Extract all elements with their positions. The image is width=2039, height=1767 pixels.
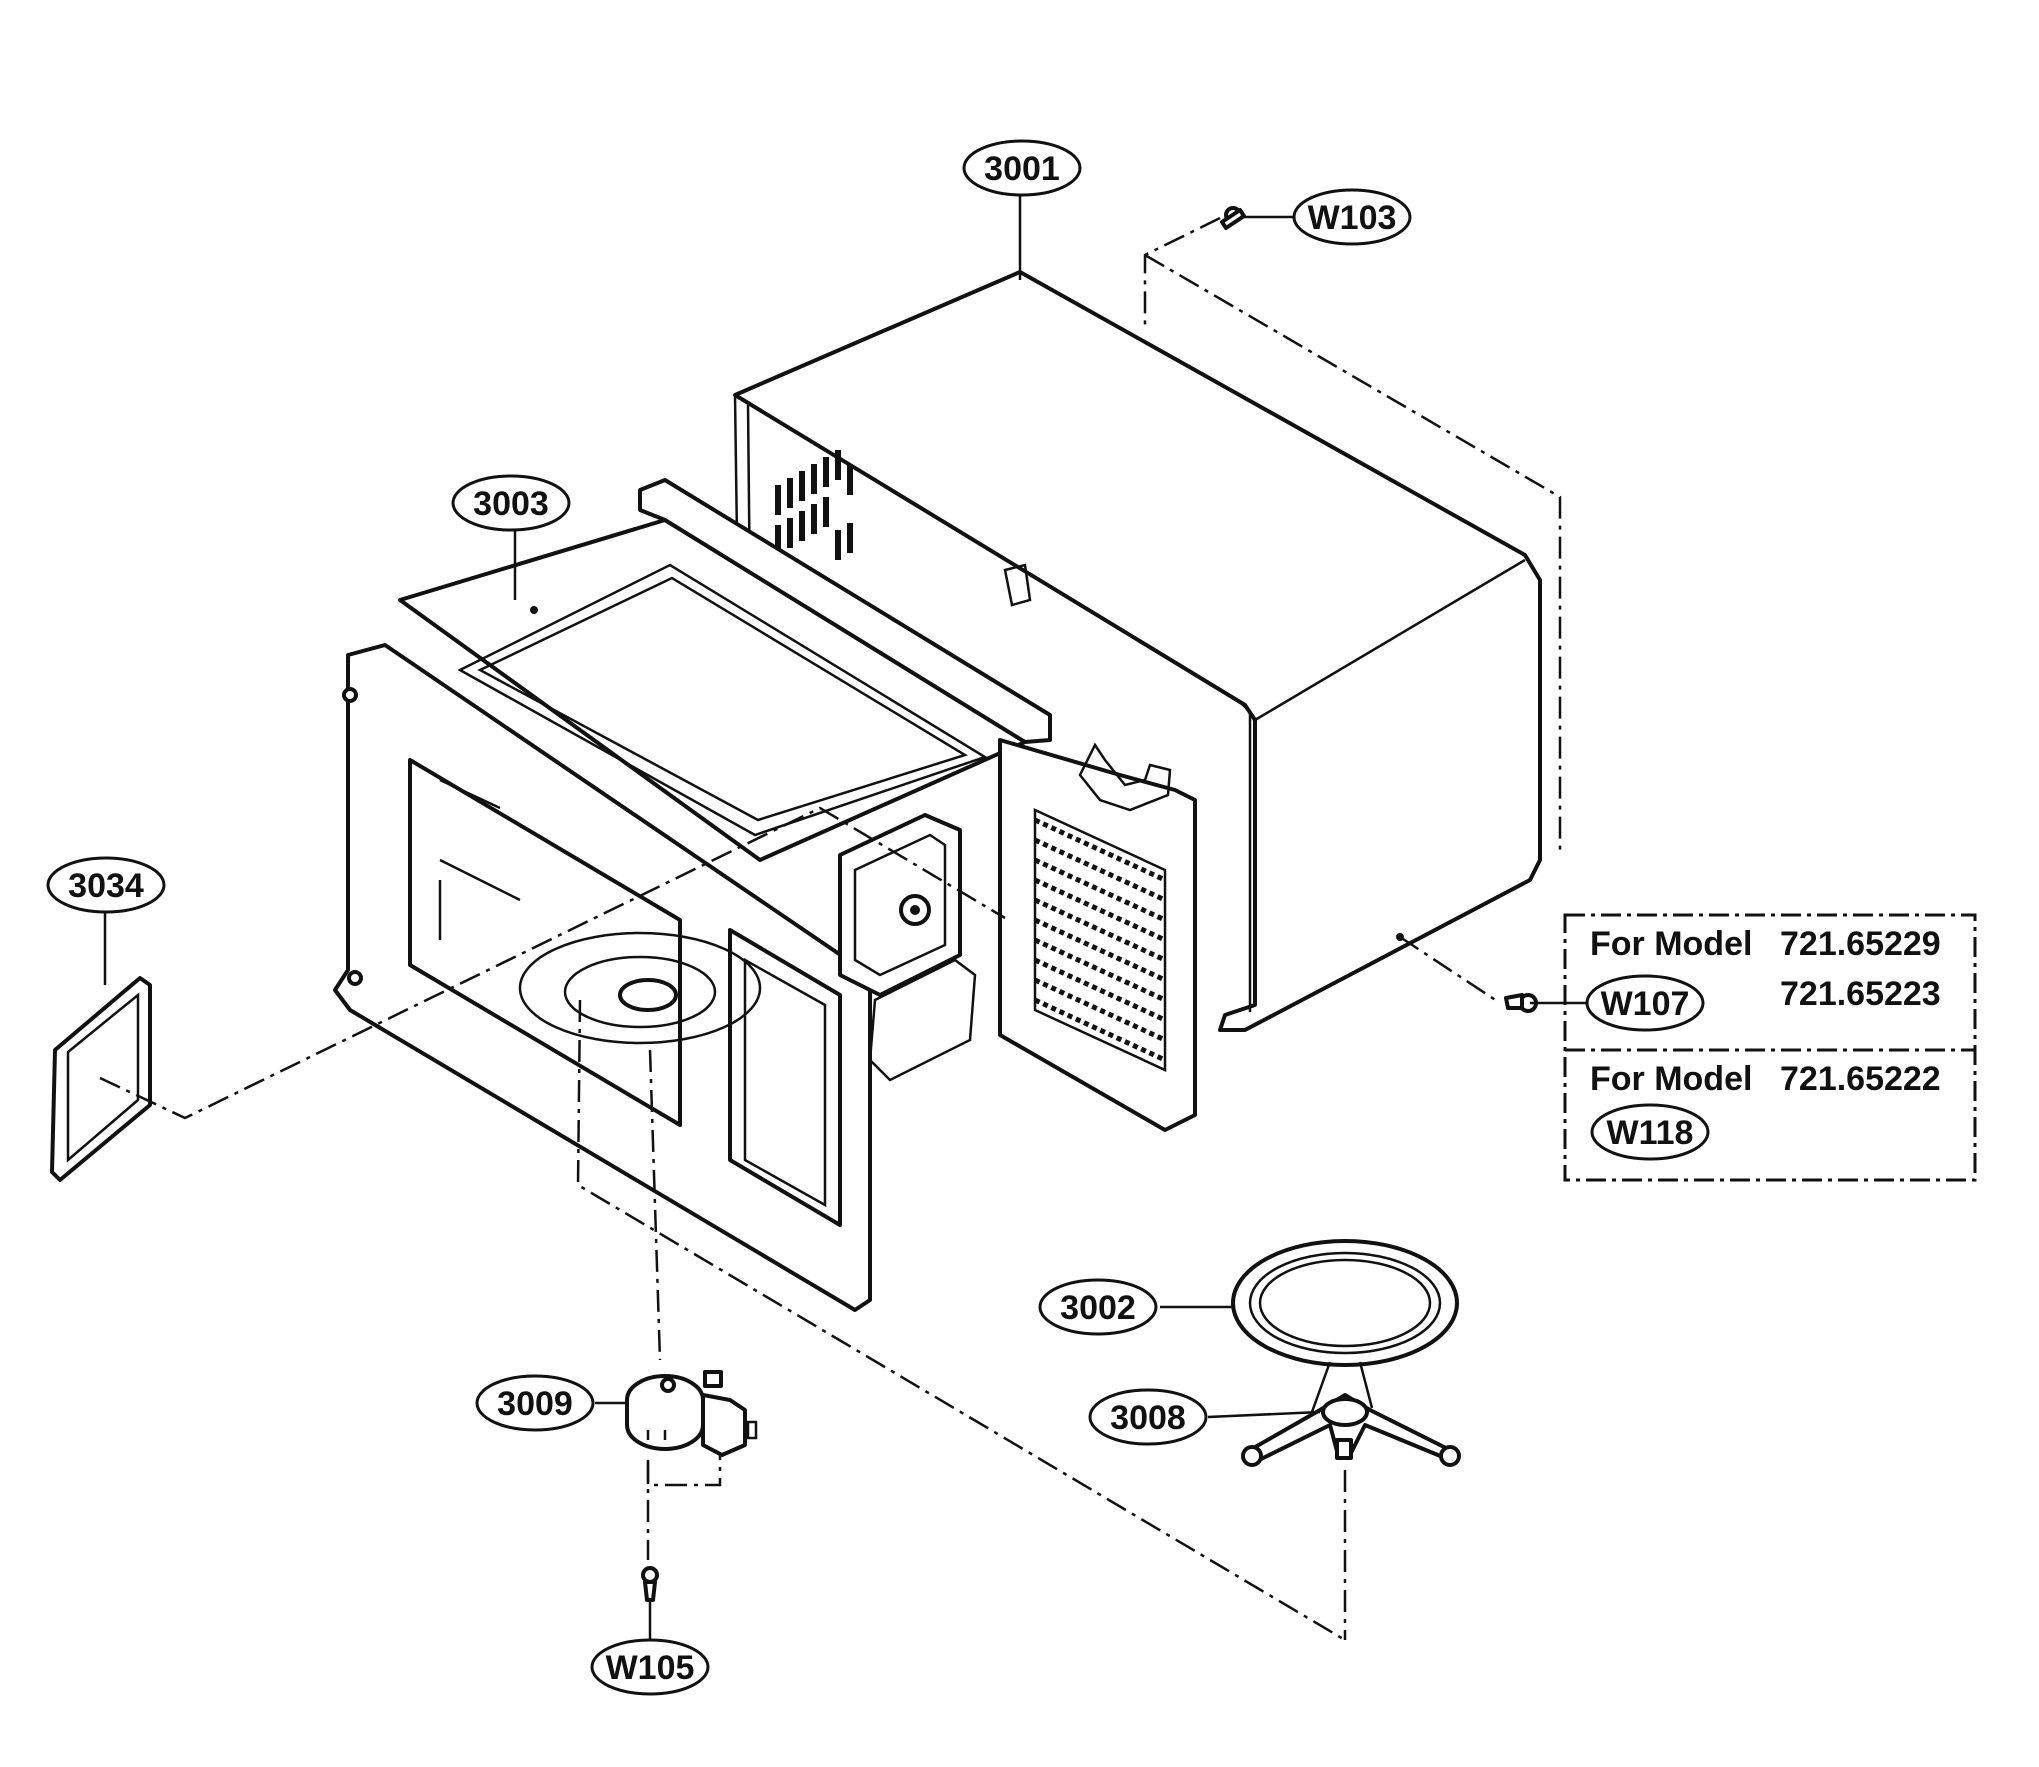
screw-w107 — [1504, 993, 1538, 1013]
callout-3001: 3001 — [962, 139, 1082, 197]
callout-w118: W118 — [1590, 1103, 1710, 1161]
leader-lines — [103, 195, 1590, 1640]
assembly-lines — [99, 216, 1562, 1642]
model-note-box: For Model 721.65229 721.65223 For Model … — [1563, 913, 1977, 1182]
callout-3001-label: 3001 — [984, 150, 1060, 188]
note-model-721-65223: 721.65223 — [1780, 975, 1941, 1013]
callout-w105-label: W105 — [606, 1649, 695, 1687]
callout-w118-label: W118 — [1607, 1114, 1694, 1152]
callout-3003: 3003 — [451, 474, 571, 532]
screw-w105 — [641, 1566, 659, 1602]
turntable-motor-3009 — [625, 1370, 758, 1457]
callout-3008-label: 3008 — [1110, 1399, 1186, 1437]
note-model-721-65229: 721.65229 — [1780, 925, 1941, 963]
turntable-glass-3002 — [1231, 1239, 1459, 1367]
note-for-model-2: For Model — [1590, 1060, 1752, 1098]
roller-guide-3008 — [1241, 1361, 1461, 1467]
side-mesh-grille — [1033, 808, 1167, 1072]
note-for-model-1: For Model — [1590, 925, 1752, 963]
callout-3034: 3034 — [46, 856, 166, 914]
callout-w105: W105 — [590, 1638, 710, 1696]
case-vent-slots — [775, 450, 853, 560]
outer-case-3001 — [733, 270, 1542, 1032]
callout-w103-label: W103 — [1308, 199, 1397, 237]
callout-w107-label: W107 — [1601, 985, 1690, 1023]
callout-3003-label: 3003 — [473, 485, 549, 523]
cavity-frame-3003 — [333, 478, 1197, 1312]
callout-w103: W103 — [1292, 188, 1412, 246]
note-model-721-65222: 721.65222 — [1780, 1060, 1941, 1098]
callout-w107: W107 — [1585, 974, 1705, 1032]
callout-3034-label: 3034 — [68, 867, 144, 905]
callout-3009: 3009 — [475, 1374, 595, 1432]
callout-3002: 3002 — [1038, 1278, 1158, 1336]
callout-3008: 3008 — [1088, 1388, 1208, 1446]
callout-3002-label: 3002 — [1060, 1289, 1136, 1327]
callout-3009-label: 3009 — [497, 1385, 573, 1423]
